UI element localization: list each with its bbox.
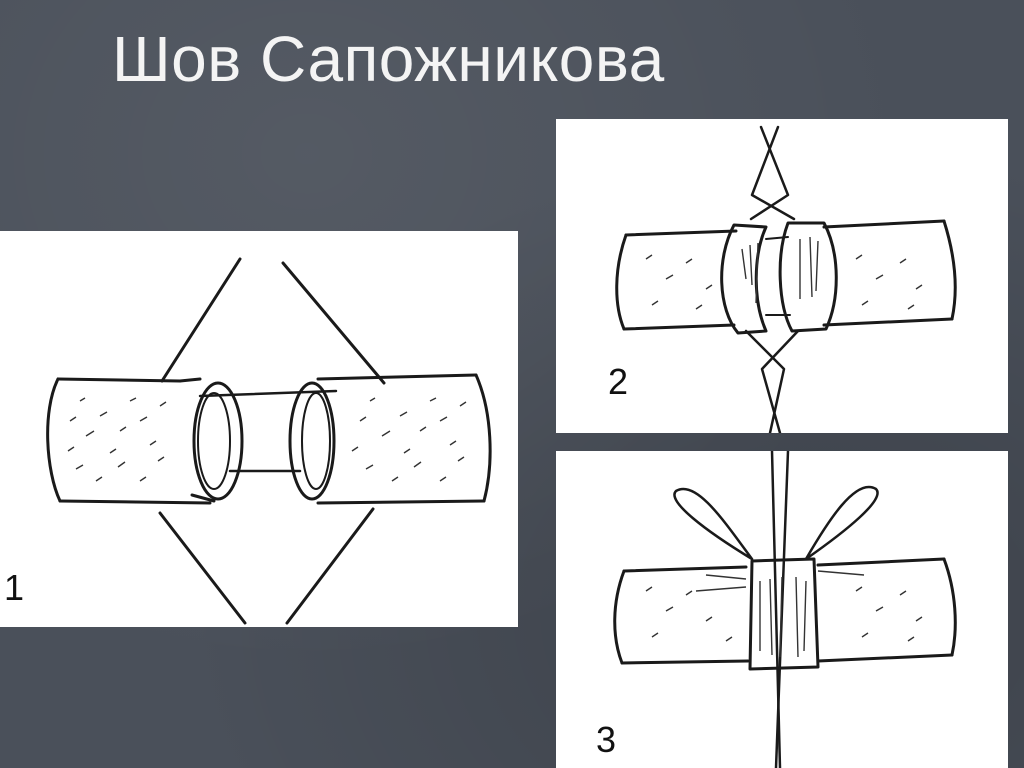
- tendon-ends-gathered-illustration: [615, 125, 957, 433]
- tendon-suture-tied-illustration: [613, 451, 957, 768]
- figure-panel-3: 3: [556, 451, 1008, 768]
- figure-label-3: 3: [596, 719, 617, 760]
- figure-panel-1: 1: [0, 231, 518, 627]
- figure-panel-2: 2: [556, 119, 1008, 433]
- slide-title: Шов Сапожникова: [112, 23, 665, 95]
- tendon-ends-with-stitch-loops-illustration: [46, 257, 492, 625]
- figure-label-1: 1: [4, 567, 25, 608]
- figure-label-2: 2: [608, 361, 629, 402]
